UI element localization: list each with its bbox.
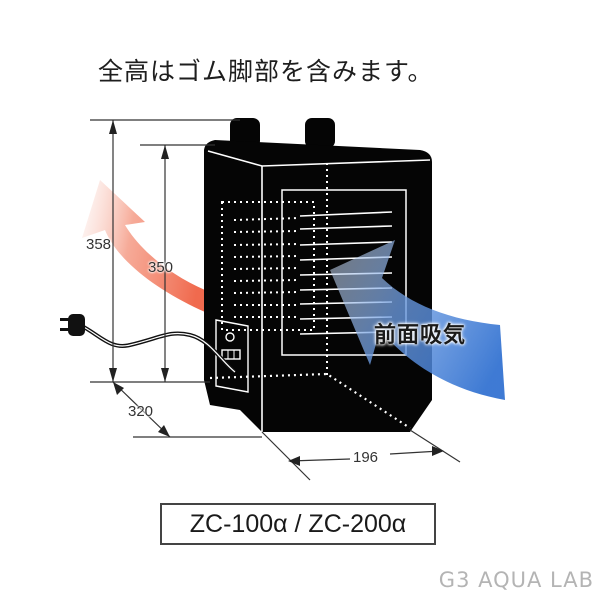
front-intake-label: 前面吸気 bbox=[374, 323, 467, 348]
dimension-label-total-height: 358 bbox=[86, 236, 112, 253]
power-plug-icon bbox=[60, 314, 237, 374]
dimension-arrowheads bbox=[109, 120, 444, 466]
caption-text: 全高はゴム脚部を含みます。 bbox=[98, 57, 434, 86]
model-label: ZC-100α / ZC-200α bbox=[189, 509, 407, 538]
dimension-label-depth: 320 bbox=[128, 403, 154, 420]
watermark: G3 AQUA LAB bbox=[438, 568, 594, 592]
dimension-label-body-height: 350 bbox=[148, 259, 174, 276]
chiller-unit-icon bbox=[204, 118, 432, 432]
model-label-box: ZC-100α / ZC-200α bbox=[160, 503, 436, 545]
control-panel-icon bbox=[215, 319, 249, 393]
dimension-label-width: 196 bbox=[353, 449, 379, 466]
blue-intake-arrow-icon bbox=[330, 240, 505, 400]
